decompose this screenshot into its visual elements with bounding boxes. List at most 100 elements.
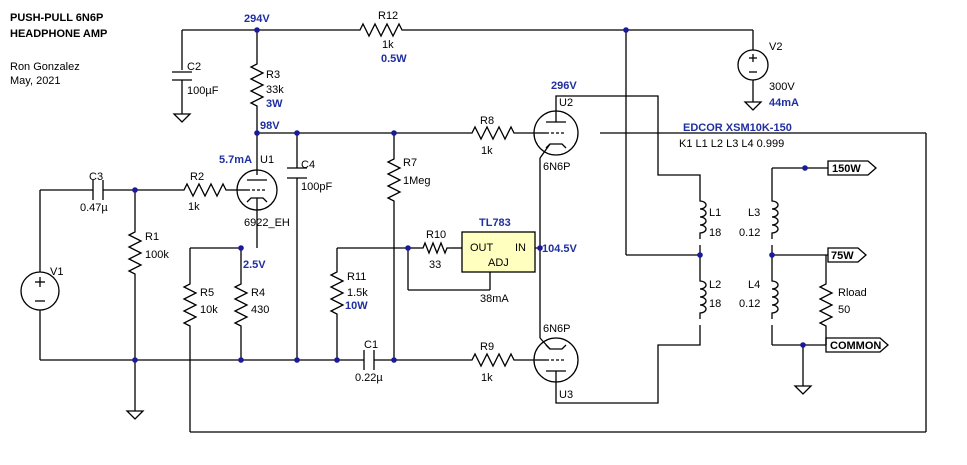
r9-ref: R9 (480, 341, 494, 353)
r10-ref: R10 (426, 229, 446, 241)
resistor-r5 (183, 279, 197, 331)
resistor-r12 (355, 23, 407, 37)
l2-value: 18 (709, 298, 721, 310)
l2-ref: L2 (709, 279, 721, 291)
inductor-l2 (699, 274, 707, 320)
port-75w-label: 75W (831, 250, 854, 262)
inductor-l3 (771, 194, 779, 240)
port-150w-label: 150W (832, 163, 861, 175)
resistor-r4 (234, 279, 248, 331)
r8-ref: R8 (480, 115, 494, 127)
l3-value: 0.12 (739, 227, 760, 239)
r2-ref: R2 (190, 171, 204, 183)
u3-ref: U3 (559, 389, 573, 401)
tube-u3 (533, 337, 579, 385)
r11-ref: R11 (347, 271, 366, 283)
port-150w (827, 160, 877, 176)
u3-model: 6N6P (543, 323, 571, 335)
l1-value: 18 (709, 227, 721, 239)
l1-ref: L1 (709, 207, 721, 219)
u2-ref: U2 (559, 97, 573, 109)
resistor-r11 (330, 267, 344, 319)
ground-symbol-main (126, 404, 144, 420)
r3-power: 3W (266, 98, 283, 110)
node-label-38ma: 38mA (480, 293, 509, 305)
r10-value: 33 (429, 259, 441, 271)
ground-symbol-c2 (173, 107, 191, 123)
r2-value: 1k (188, 201, 200, 213)
c3-value: 0.47µ (80, 202, 108, 214)
u1-ref: U1 (260, 154, 274, 166)
capacitor-c2 (172, 71, 192, 108)
transformer-coupling: K1 L1 L2 L3 L4 0.999 (679, 138, 784, 150)
v1-ref: V1 (50, 266, 63, 278)
r12-ref: R12 (378, 10, 398, 22)
rload-value: 50 (838, 304, 850, 316)
r11-power: 10W (345, 300, 368, 312)
node-label-294v: 294V (244, 13, 270, 25)
resistor-rload (819, 279, 833, 331)
r4-ref: R4 (251, 287, 265, 299)
inductor-l4 (771, 274, 779, 320)
c3-ref: C3 (89, 171, 103, 183)
node-label-296v: 296V (551, 80, 577, 92)
rload-ref: Rload (838, 287, 867, 299)
title-line-1: PUSH-PULL 6N6P (10, 12, 103, 24)
author-date: May, 2021 (10, 75, 61, 87)
r7-ref: R7 (403, 157, 417, 169)
r3-ref: R3 (266, 69, 280, 81)
u2-model: 6N6P (543, 161, 571, 173)
resistor-r2 (179, 183, 231, 197)
node-label-5-7ma: 5.7mA (219, 154, 252, 166)
node-label-2-5v: 2.5V (243, 259, 266, 271)
v2-ref: V2 (769, 41, 782, 53)
resistor-r10 (420, 241, 450, 255)
port-common-label: COMMON (830, 340, 881, 352)
node-label-98v: 98V (260, 120, 280, 132)
tl783-adj-pin: ADJ (488, 257, 509, 269)
voltage-source-v1 (20, 271, 60, 311)
c1-value: 0.22µ (355, 372, 383, 384)
r11-value: 1.5k (347, 287, 368, 299)
c1-ref: C1 (364, 339, 378, 351)
author-name: Ron Gonzalez (10, 61, 80, 73)
ground-symbol-secondary (794, 379, 812, 395)
r7-value: 1Meg (403, 175, 431, 187)
capacitor-c1 (363, 350, 375, 370)
r1-value: 100k (145, 249, 169, 261)
r5-value: 10k (200, 304, 218, 316)
l3-ref: L3 (748, 207, 760, 219)
tl783-ref: TL783 (479, 217, 511, 229)
r4-value: 430 (251, 304, 269, 316)
resistor-r8 (467, 126, 519, 140)
tl783-out-pin: OUT (470, 242, 494, 254)
junction-dots (132, 27, 808, 363)
inductor-l1 (699, 194, 707, 240)
u1-model: 6922_EH (244, 217, 290, 229)
regulator-tl783 (461, 231, 536, 273)
r9-value: 1k (481, 372, 493, 384)
r3-value: 33k (266, 84, 284, 96)
c2-value: 100µF (187, 85, 219, 97)
capacitor-c3 (92, 180, 104, 200)
title-line-2: HEADPHONE AMP (10, 28, 107, 40)
wiring (39, 29, 927, 433)
voltage-source-v2 (737, 49, 769, 81)
port-common (825, 337, 889, 353)
c4-value: 100pF (301, 181, 332, 193)
r5-ref: R5 (200, 287, 214, 299)
l4-value: 0.12 (739, 298, 760, 310)
r12-value: 1k (382, 39, 394, 51)
capacitor-c4 (287, 167, 307, 179)
c2-ref: C2 (187, 61, 201, 73)
transformer-name: EDCOR XSM10K-150 (683, 122, 792, 134)
tube-u2 (533, 110, 579, 159)
resistor-r1 (128, 227, 142, 279)
port-75w (827, 247, 867, 263)
l4-ref: L4 (748, 279, 760, 291)
node-label-104-5v: 104.5V (542, 243, 578, 255)
r12-power: 0.5W (381, 53, 407, 65)
resistor-r7 (387, 154, 401, 206)
resistor-r3 (250, 59, 264, 111)
